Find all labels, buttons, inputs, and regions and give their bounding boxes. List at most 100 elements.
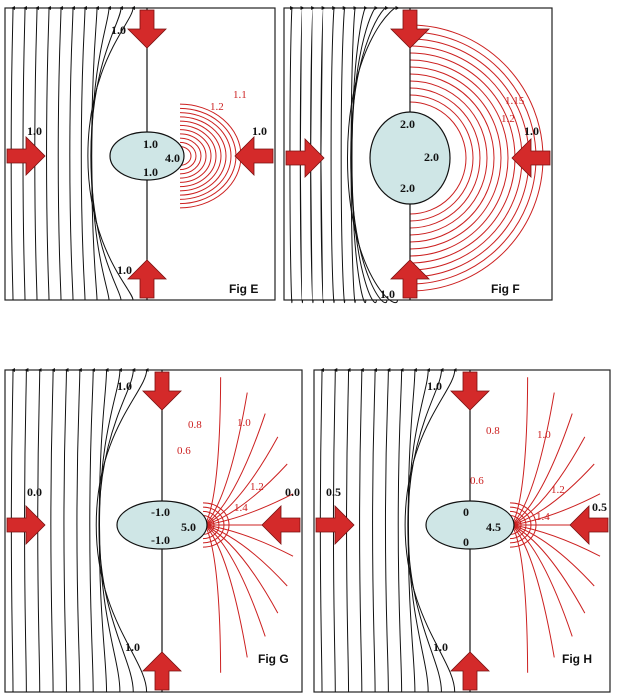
contour-line xyxy=(202,502,230,548)
contour-line xyxy=(204,524,294,557)
streamline xyxy=(63,368,69,693)
load-arrow-down xyxy=(142,371,182,411)
streamline xyxy=(69,6,76,301)
load-arrow-right xyxy=(6,505,46,545)
load-arrows xyxy=(285,9,551,299)
hole-label-mid: 4.0 xyxy=(165,151,180,165)
contour-line xyxy=(179,133,207,179)
streamline xyxy=(330,6,337,304)
streamline xyxy=(407,368,431,693)
contour-label: 1.4 xyxy=(536,511,550,523)
load-arrows xyxy=(6,9,274,299)
contour-label: 0.6 xyxy=(177,445,191,457)
contour-line xyxy=(204,493,294,526)
load-arrow-up xyxy=(390,259,430,299)
label-top: 1.0 xyxy=(427,379,442,393)
figure-caption: Fig E xyxy=(229,282,258,296)
hole-label-top: 1.0 xyxy=(143,137,158,151)
hole-label-bottom: -1.0 xyxy=(151,533,170,547)
contour-line xyxy=(202,510,220,540)
streamline xyxy=(372,368,378,693)
contour-line xyxy=(179,146,192,166)
streamline xyxy=(90,6,124,301)
streamline xyxy=(351,6,379,304)
contour-label: 1.1 xyxy=(233,89,247,101)
hole-label-top: 2.0 xyxy=(400,117,415,131)
contour-label: 1.4 xyxy=(234,502,248,514)
contour-label: 0.8 xyxy=(486,425,500,437)
streamline xyxy=(346,6,400,304)
contour-line xyxy=(179,120,222,192)
streamline xyxy=(76,368,82,693)
label-bottom: 1.0 xyxy=(125,640,140,654)
streamline xyxy=(384,368,391,693)
hole xyxy=(369,111,451,205)
label-left: 0.0 xyxy=(27,485,42,499)
load-arrow-up xyxy=(127,259,167,299)
contour-line xyxy=(409,87,481,229)
streamline xyxy=(46,6,52,301)
streamlines xyxy=(10,6,136,301)
contour-line xyxy=(509,502,537,548)
label-bottom: 1.0 xyxy=(380,287,395,301)
streamline xyxy=(340,6,347,304)
hole-label-mid: 2.0 xyxy=(424,150,439,164)
contour-line xyxy=(509,510,527,540)
panel-fig-e: 1.0 1.0 1.0 1.0 1.0 4.0 1.0 1.1 1.2 Fig … xyxy=(4,6,276,301)
label-right: 0.0 xyxy=(285,485,300,499)
streamline xyxy=(57,6,64,301)
contour-label: 1.2 xyxy=(501,113,515,125)
contour-label: 0.6 xyxy=(470,475,484,487)
streamline xyxy=(99,368,122,693)
label-right: 1.0 xyxy=(252,124,267,138)
label-bottom: 1.0 xyxy=(433,640,448,654)
hole-label-mid: 5.0 xyxy=(181,520,196,534)
hole-label-top: 0 xyxy=(463,505,469,519)
contour-line xyxy=(409,101,467,215)
panel-fig-f: 1.0 1.0 2.0 2.0 2.0 1.15 1.2 Fig F xyxy=(283,6,553,304)
stress-contours xyxy=(202,377,295,673)
streamline xyxy=(89,368,96,693)
load-arrow-left xyxy=(261,505,301,545)
load-arrow-up xyxy=(450,651,490,691)
streamline xyxy=(91,6,112,301)
label-bottom: 1.0 xyxy=(117,263,132,277)
contour-line xyxy=(179,137,202,175)
load-arrow-up xyxy=(142,651,182,691)
load-arrow-right xyxy=(315,505,355,545)
contour-line xyxy=(202,506,225,544)
contour-line xyxy=(179,112,232,200)
contour-label: 1.2 xyxy=(250,481,264,493)
panel-fig-g: 1.0 0.0 0.0 1.0 -1.0 5.0 -1.0 0.8 1.0 0.… xyxy=(4,368,303,693)
contour-label: 1.0 xyxy=(237,417,251,429)
streamline xyxy=(87,6,136,301)
contour-line xyxy=(511,524,601,557)
contour-label: 0.8 xyxy=(188,419,202,431)
hole-label-bottom: 2.0 xyxy=(400,181,415,195)
contour-label: 1.2 xyxy=(210,101,224,113)
hole xyxy=(109,131,185,181)
load-arrow-left xyxy=(569,505,609,545)
figure-caption: Fig F xyxy=(491,282,520,296)
streamline xyxy=(98,368,136,693)
streamline xyxy=(50,368,56,693)
streamline xyxy=(95,368,149,693)
streamline xyxy=(350,6,389,304)
contour-line xyxy=(202,515,215,535)
contour-line xyxy=(179,141,197,171)
load-arrows xyxy=(6,371,301,691)
contour-line xyxy=(409,73,495,243)
contour-line xyxy=(409,59,509,257)
contour-line xyxy=(409,80,488,236)
contour-line xyxy=(409,66,502,250)
hole xyxy=(116,500,208,550)
load-arrow-left xyxy=(234,136,274,176)
contour-label: 1.2 xyxy=(551,484,565,496)
load-arrow-right xyxy=(6,136,46,176)
panel-fig-h: 1.0 0.5 0.5 1.0 0 4.5 0 0.8 1.0 0.6 1.2 … xyxy=(313,368,611,693)
contour-line xyxy=(511,493,601,526)
contour-label: 1.15 xyxy=(505,95,525,107)
load-arrow-left xyxy=(511,138,551,178)
hole-label-top: -1.0 xyxy=(151,505,170,519)
